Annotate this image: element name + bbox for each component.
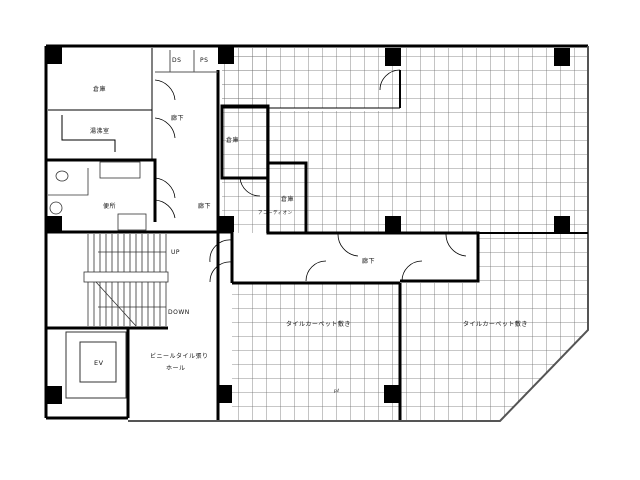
label-storage-center: 倉庫 — [226, 137, 240, 144]
fixtures — [48, 161, 147, 231]
label-office-bottom-right: タイルカーペット敷き — [463, 321, 528, 328]
label-office-bottom-center: タイルカーペット敷き — [286, 321, 351, 328]
label-stairs-up: UP — [171, 249, 181, 256]
tiled-floor — [222, 48, 588, 421]
label-hall-line2: ホール — [166, 365, 186, 372]
corridors — [265, 108, 478, 281]
label-ps: PS — [200, 57, 209, 64]
label-kitchenette: 湯沸室 — [90, 128, 110, 135]
label-corridor-upper: 廊下 — [171, 115, 185, 122]
label-stairs-down: DOWN — [168, 309, 190, 316]
label-storage-top-left: 倉庫 — [93, 86, 107, 93]
shafts — [155, 50, 218, 73]
label-elevator: EV — [94, 359, 104, 367]
label-corridor-mid: 廊下 — [198, 203, 212, 210]
elevator-shaft — [65, 331, 127, 399]
label-accordion: アコーディオン — [258, 211, 293, 216]
label-storage-small: 倉庫 — [281, 196, 295, 203]
doors — [154, 69, 467, 283]
label-mark: pℓ — [334, 389, 340, 394]
stairs — [83, 234, 169, 327]
label-hall-line1: ビニールタイル張り — [150, 353, 209, 360]
label-corridor-long: 廊下 — [362, 258, 376, 265]
label-toilet: 便所 — [103, 203, 117, 210]
label-ds: DS — [172, 57, 182, 64]
columns — [46, 46, 570, 404]
